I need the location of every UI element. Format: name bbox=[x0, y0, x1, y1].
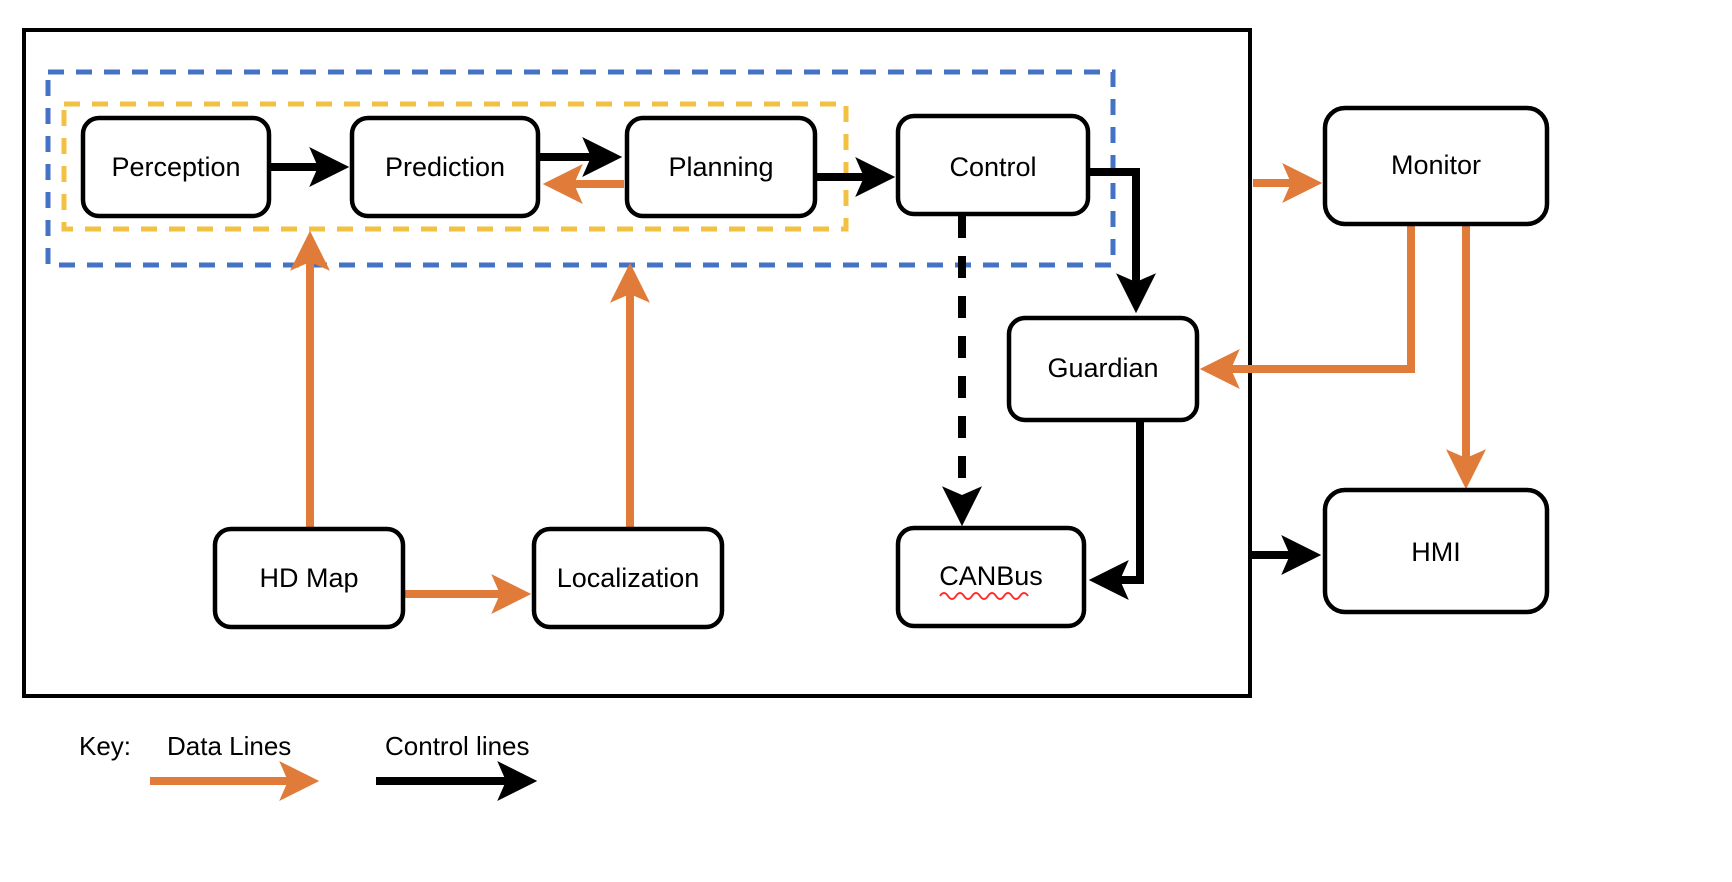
node-canbus-box[interactable] bbox=[895, 525, 1087, 629]
node-guardian[interactable]: Guardian bbox=[1006, 315, 1200, 423]
node-hmi-label: HMI bbox=[1411, 537, 1461, 567]
node-localization-box[interactable] bbox=[531, 526, 725, 630]
node-planning-label: Planning bbox=[668, 152, 773, 182]
node-guardian-box[interactable] bbox=[1006, 315, 1200, 423]
node-canbus[interactable]: CANBus bbox=[895, 525, 1087, 629]
legend-key-label: Key: bbox=[79, 731, 131, 761]
node-planning-box[interactable] bbox=[624, 115, 818, 219]
node-localization[interactable]: Localization bbox=[531, 526, 725, 630]
node-hd-map-label: HD Map bbox=[259, 563, 358, 593]
node-control-box[interactable] bbox=[895, 113, 1091, 217]
node-monitor[interactable]: Monitor bbox=[1322, 105, 1550, 227]
node-guardian-label: Guardian bbox=[1047, 353, 1158, 383]
node-prediction[interactable]: Prediction bbox=[349, 115, 541, 219]
node-monitor-label: Monitor bbox=[1391, 150, 1481, 180]
node-perception-box[interactable] bbox=[80, 115, 272, 219]
node-monitor-box[interactable] bbox=[1322, 105, 1550, 227]
node-prediction-label: Prediction bbox=[385, 152, 505, 182]
node-hd-map-box[interactable] bbox=[212, 526, 406, 630]
node-planning[interactable]: Planning bbox=[624, 115, 818, 219]
legend-data-lines-label: Data Lines bbox=[167, 731, 291, 761]
node-perception[interactable]: Perception bbox=[80, 115, 272, 219]
node-hd-map[interactable]: HD Map bbox=[212, 526, 406, 630]
legend-key: Key: Data Lines Control lines bbox=[79, 731, 538, 801]
edge-control-to-guardian bbox=[1089, 168, 1156, 314]
node-control[interactable]: Control bbox=[895, 113, 1091, 217]
edge-guardian-to-canbus bbox=[1088, 420, 1144, 600]
spellcheck-underline-icon bbox=[939, 592, 1029, 600]
node-control-label: Control bbox=[949, 152, 1036, 182]
node-prediction-box[interactable] bbox=[349, 115, 541, 219]
node-hmi[interactable]: HMI bbox=[1322, 487, 1550, 615]
group-box-inner-gold bbox=[61, 101, 849, 232]
node-perception-label: Perception bbox=[111, 152, 240, 182]
node-hmi-box[interactable] bbox=[1322, 487, 1550, 615]
node-canbus-label: CANBus bbox=[939, 561, 1043, 591]
vehicle-boundary-frame bbox=[22, 28, 1252, 698]
edge-monitor-to-guardian bbox=[1199, 224, 1415, 389]
legend-control-lines-label: Control lines bbox=[385, 731, 530, 761]
node-localization-label: Localization bbox=[557, 563, 700, 593]
